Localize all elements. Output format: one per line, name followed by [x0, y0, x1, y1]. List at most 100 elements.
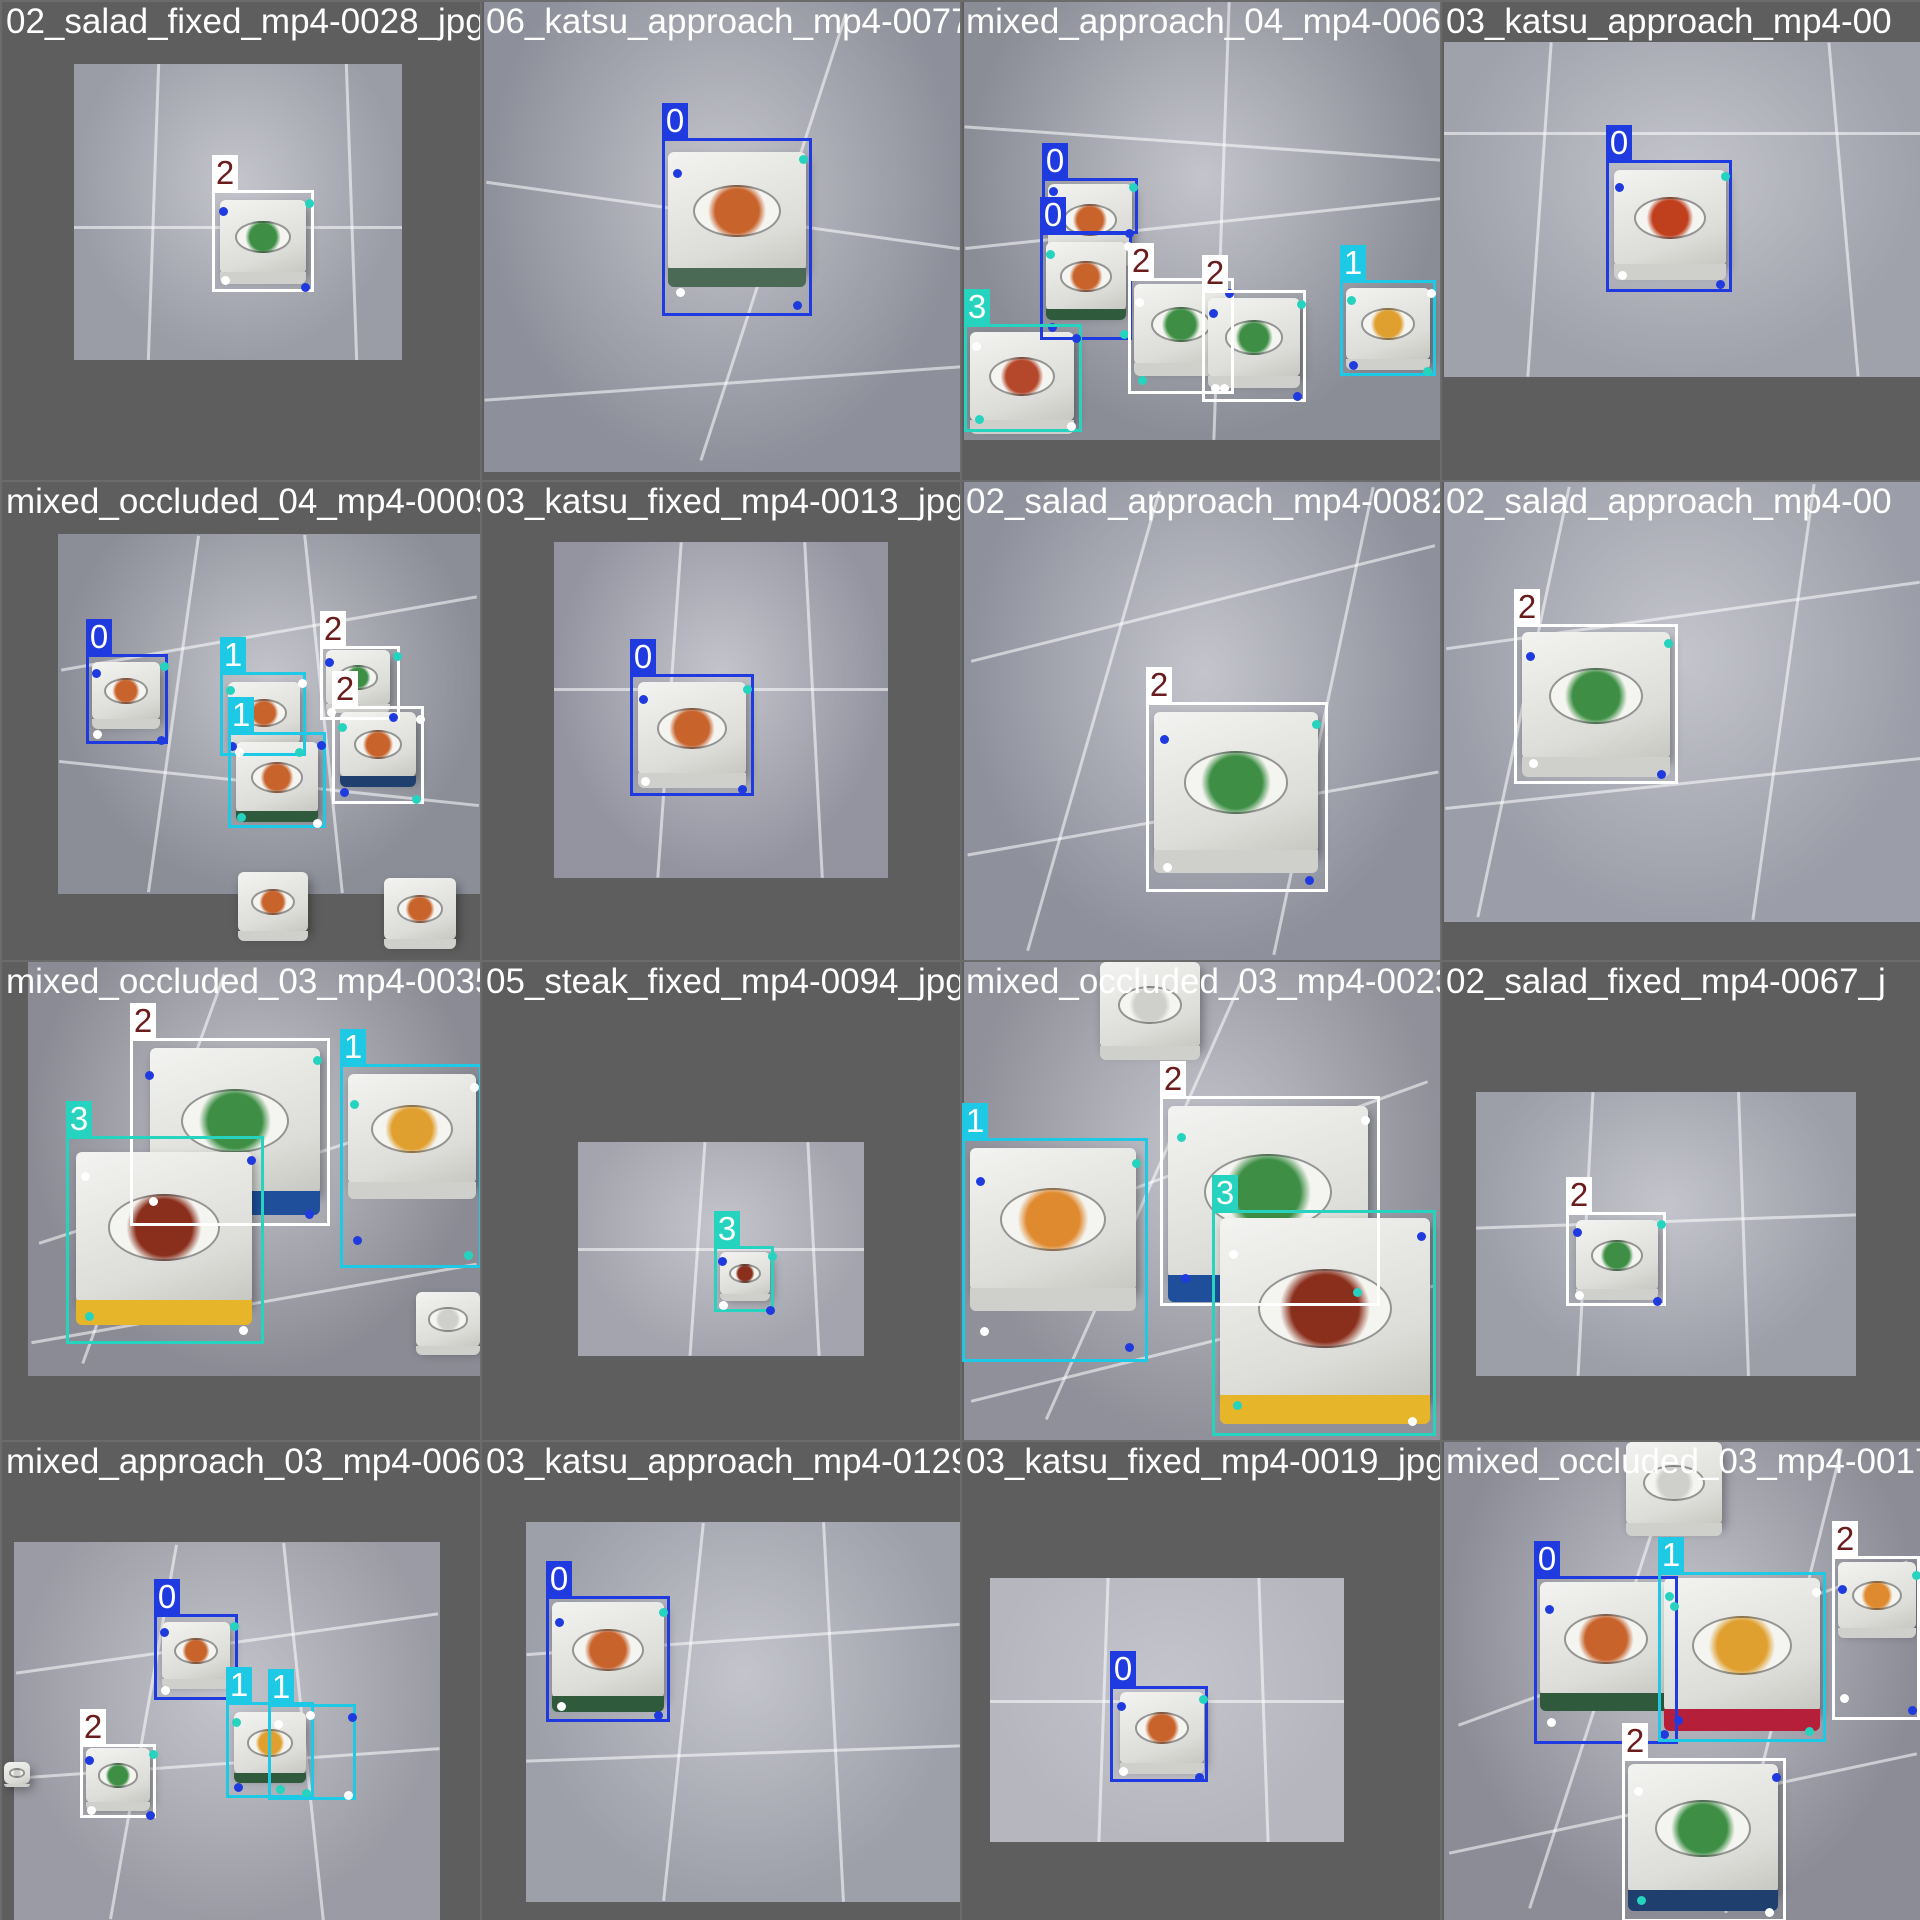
cube-side-face [384, 938, 456, 949]
image-filename: 02_salad_fixed_mp4-0067_j [1446, 962, 1886, 1001]
food-cube [162, 1622, 230, 1689]
class-label: 1 [1340, 245, 1366, 281]
keypoint [1163, 862, 1173, 872]
keypoint [717, 1256, 727, 1266]
class-label: 2 [332, 671, 358, 707]
food-cube [4, 1762, 30, 1788]
cube-side-face [86, 1801, 150, 1811]
class-label: 2 [80, 1709, 106, 1745]
keypoint [145, 1811, 155, 1821]
bounding-box: 0 [1534, 1541, 1678, 1744]
keypoint [1048, 322, 1058, 332]
class-label: 2 [1622, 1723, 1648, 1759]
keypoint [350, 1099, 360, 1109]
food-picture [1563, 1613, 1649, 1664]
food-cube [638, 682, 746, 788]
keypoint [219, 207, 229, 217]
food-cube [1522, 632, 1670, 778]
keypoint [1526, 651, 1536, 661]
keypoint [305, 1710, 315, 1720]
keypoint [1529, 759, 1539, 768]
keypoint [340, 788, 350, 798]
keypoint [160, 662, 170, 671]
keypoint [1657, 1220, 1666, 1230]
class-label: 1 [1658, 1537, 1684, 1573]
bounding-box: 2 [1202, 255, 1306, 402]
keypoint [233, 1782, 243, 1792]
keypoint [392, 652, 402, 662]
class-label: 0 [630, 639, 656, 675]
keypoint [1634, 1786, 1644, 1796]
cube-side-face [340, 776, 416, 787]
food-picture [1590, 1239, 1644, 1271]
keypoint [347, 1712, 357, 1722]
keypoint [1715, 280, 1725, 290]
class-label: 0 [154, 1579, 180, 1615]
keypoint [1838, 1584, 1848, 1594]
keypoint [1673, 1715, 1683, 1725]
image-filename: 05_steak_fixed_mp4-0094_jpg.rf.1e6d0c9 [486, 962, 960, 1001]
keypoint [738, 785, 748, 795]
cube-side-face [92, 719, 160, 729]
food-cube [1576, 1220, 1658, 1301]
food-cube [1208, 298, 1300, 389]
bounding-box: 2 [212, 155, 314, 292]
keypoint [1211, 384, 1221, 394]
keypoint [84, 1311, 94, 1321]
cube-side-face [720, 1294, 770, 1302]
class-label: 2 [1128, 243, 1154, 279]
keypoint [1544, 1605, 1554, 1615]
keypoint [225, 686, 235, 696]
cube-side-face [1522, 756, 1670, 778]
image-filename: mixed_occluded_04_mp4-0009_jpg.rf.f12e8 [6, 482, 480, 521]
keypoint [236, 812, 246, 822]
keypoint [221, 275, 231, 285]
keypoint [654, 1710, 664, 1720]
keypoint [1124, 1343, 1134, 1353]
keypoint [344, 1791, 354, 1801]
food-picture [1852, 1580, 1902, 1611]
food-picture [572, 1628, 644, 1672]
keypoint [1665, 1591, 1675, 1601]
keypoint [304, 199, 314, 209]
food-cube [1346, 288, 1430, 371]
keypoint [1663, 639, 1673, 648]
keypoint [1615, 182, 1625, 192]
keypoint [719, 1301, 728, 1311]
food-picture [107, 1194, 221, 1261]
keypoint [1292, 392, 1302, 402]
keypoint [1132, 1159, 1142, 1169]
class-label: 1 [340, 1029, 366, 1065]
keypoint [1765, 1907, 1775, 1917]
cube-side-face [1614, 264, 1726, 280]
food-picture [1183, 751, 1289, 814]
food-cube [384, 878, 456, 949]
food-cube [1220, 1218, 1430, 1424]
cube-side-face [1628, 1890, 1778, 1912]
food-cube [1540, 1582, 1672, 1712]
bounding-box: 2 [1160, 1061, 1380, 1306]
food-picture [657, 708, 727, 749]
food-picture [1634, 196, 1706, 240]
food-picture [1060, 261, 1112, 292]
cube-side-face [638, 773, 746, 788]
class-label: 2 [1146, 667, 1172, 703]
class-label: 0 [1042, 143, 1068, 179]
keypoint [975, 1177, 985, 1187]
keypoint [1346, 296, 1356, 306]
class-label: 2 [1514, 589, 1540, 625]
keypoint [313, 1055, 322, 1065]
cube-side-face [1838, 1627, 1916, 1639]
cube-side-face [1626, 1522, 1722, 1537]
keypoint [1771, 1773, 1781, 1783]
keypoint [974, 414, 984, 424]
result-tile: 123mixed_occluded_03_mp4-0023_jpg.rf.90e… [962, 962, 1440, 1440]
cube-side-face [668, 268, 806, 288]
result-tile: 305_steak_fixed_mp4-0094_jpg.rf.1e6d0c9 [482, 962, 960, 1440]
keypoint [979, 1327, 989, 1337]
cube-side-face [1346, 358, 1430, 371]
camera-image [526, 1522, 960, 1902]
floor-grid-line [1444, 132, 1920, 135]
